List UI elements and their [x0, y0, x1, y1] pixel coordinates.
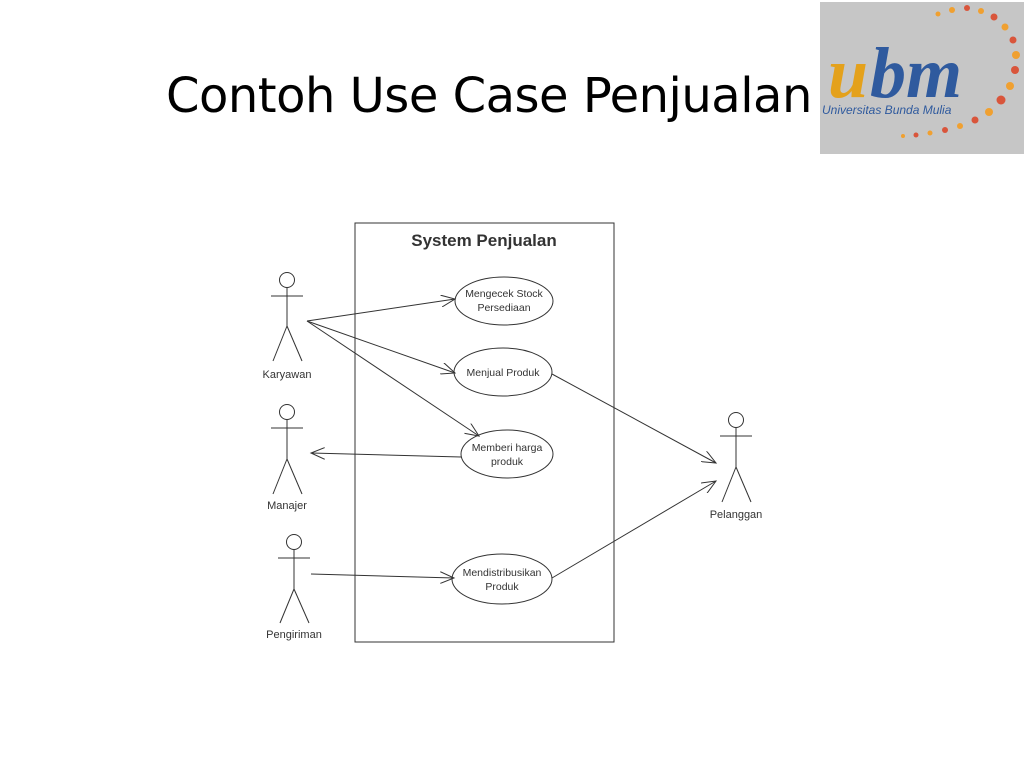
logo-subtitle: Universitas Bunda Mulia	[822, 103, 952, 117]
actor-karyawan-label: Karyawan	[263, 369, 312, 381]
actor-manajer[interactable]	[271, 404, 303, 495]
use-case-memberi-harga-line1: Memberi harga	[472, 442, 543, 454]
slide-title: Contoh Use Case Penjualan	[166, 68, 812, 124]
logo-dots	[901, 5, 1020, 138]
actor-pelanggan-label: Pelanggan	[710, 509, 763, 521]
logo-letter-u: u	[828, 33, 868, 113]
use-case-mengecek-stock[interactable]: Mengecek Stock Persediaan	[454, 276, 554, 326]
assoc-jual-pelanggan	[551, 373, 716, 463]
use-case-mendistribusikan-produk[interactable]: Mendistribusikan Produk	[451, 553, 553, 605]
use-case-mendistribusikan-line2: Produk	[485, 581, 519, 593]
system-boundary	[354, 222, 615, 643]
assoc-karyawan-stock	[306, 299, 455, 322]
assoc-karyawan-harga	[306, 320, 479, 436]
use-case-menjual-produk-line1: Menjual Produk	[467, 367, 541, 379]
actor-manajer-label: Manajer	[267, 500, 307, 512]
assoc-pengiriman-distribusi	[310, 574, 454, 578]
logo-letters-bm: bm	[870, 33, 962, 113]
use-case-mengecek-stock-line1: Mengecek Stock	[465, 288, 543, 300]
assoc-distribusi-pelanggan	[551, 481, 716, 579]
system-title: System Penjualan	[411, 231, 557, 250]
actor-pelanggan[interactable]	[720, 412, 752, 503]
actor-pengiriman[interactable]	[278, 534, 310, 624]
use-case-menjual-produk[interactable]: Menjual Produk	[453, 347, 553, 397]
use-case-mengecek-stock-line2: Persediaan	[477, 302, 530, 314]
assoc-karyawan-jual	[306, 320, 455, 373]
ubm-logo: u bm Universitas Bunda Mulia	[820, 2, 1024, 154]
use-case-mendistribusikan-line1: Mendistribusikan	[463, 567, 542, 579]
use-case-memberi-harga-line2: produk	[491, 456, 524, 468]
use-case-memberi-harga[interactable]: Memberi harga produk	[460, 429, 554, 479]
actor-karyawan[interactable]	[271, 272, 303, 362]
assoc-harga-manajer	[311, 453, 462, 457]
actor-pengiriman-label: Pengiriman	[266, 629, 322, 641]
